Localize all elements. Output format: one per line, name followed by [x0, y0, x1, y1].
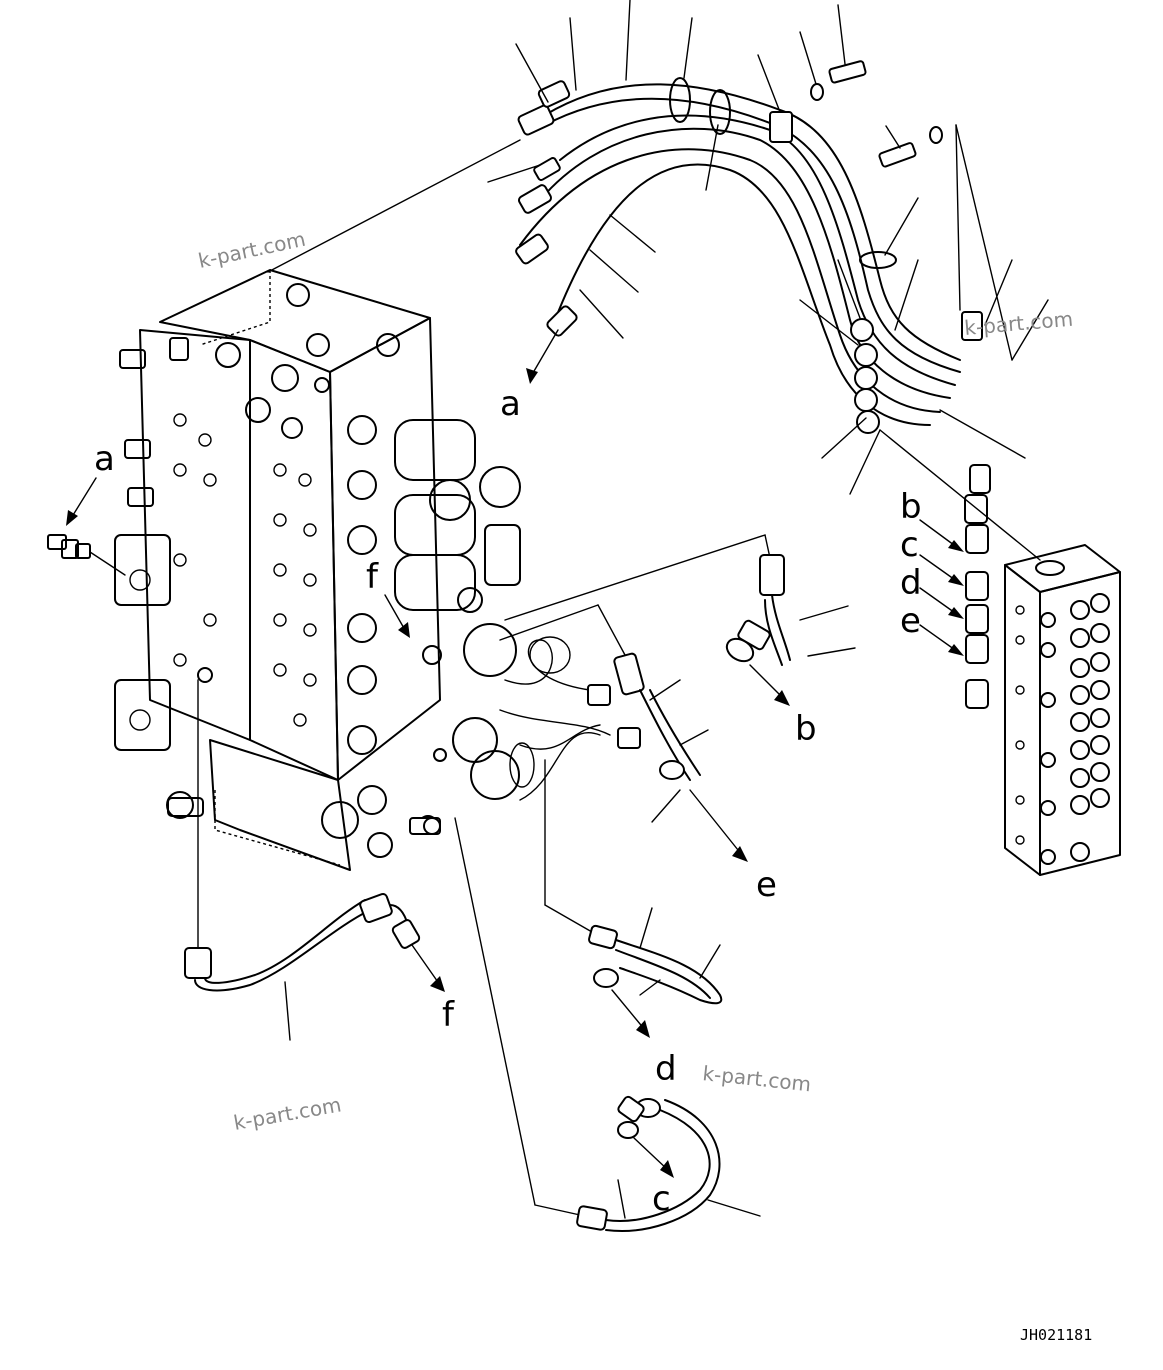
valve-side-caps [166, 415, 393, 858]
callout-d-right: d [900, 563, 922, 603]
callout-a-top-arrow [526, 329, 559, 384]
electrical-harness [499, 636, 641, 801]
watermark-4: k-part.com [701, 1061, 812, 1096]
callout-a-top: a [500, 384, 521, 424]
left-side-fittings [119, 337, 213, 817]
right-manifold-block [964, 464, 1121, 876]
solenoid-valves [394, 419, 521, 835]
hose-f-assembly [184, 679, 445, 1041]
upper-hose-bundle [515, 60, 983, 434]
callout-f-left: f [366, 557, 379, 597]
callout-d-bottom: d [655, 1049, 677, 1089]
right-callout-arrows [919, 519, 964, 656]
hose-b-assembly [504, 534, 856, 706]
watermark-3: k-part.com [232, 1092, 343, 1135]
drawing-code: JH021181 [1020, 1326, 1092, 1344]
callout-f-left-arrow [384, 594, 410, 638]
manifold-ports [1015, 593, 1110, 865]
hose-e-assembly [499, 604, 748, 862]
watermark-1: k-part.com [196, 227, 308, 273]
callout-c-right: c [900, 525, 919, 565]
callout-f-bottom: f [442, 995, 455, 1035]
callout-a-left: a [94, 439, 115, 479]
hose-c-assembly [454, 817, 761, 1232]
manifold-adapters [964, 464, 991, 709]
callout-a-left-arrow [66, 477, 97, 526]
valve-port-holes [129, 413, 317, 731]
callout-b-mid: b [795, 709, 817, 749]
left-port-fitting [47, 534, 126, 576]
callout-e-right: e [900, 601, 921, 641]
upper-leader-lines [267, 0, 1049, 561]
callout-b-right: b [900, 487, 922, 527]
callout-c-bottom: c [652, 1179, 671, 1219]
hose-d-assembly [544, 759, 723, 1038]
valve-bottom-fitting [409, 817, 441, 835]
callout-e-mid: e [756, 865, 777, 905]
control-valve-block [114, 269, 521, 871]
